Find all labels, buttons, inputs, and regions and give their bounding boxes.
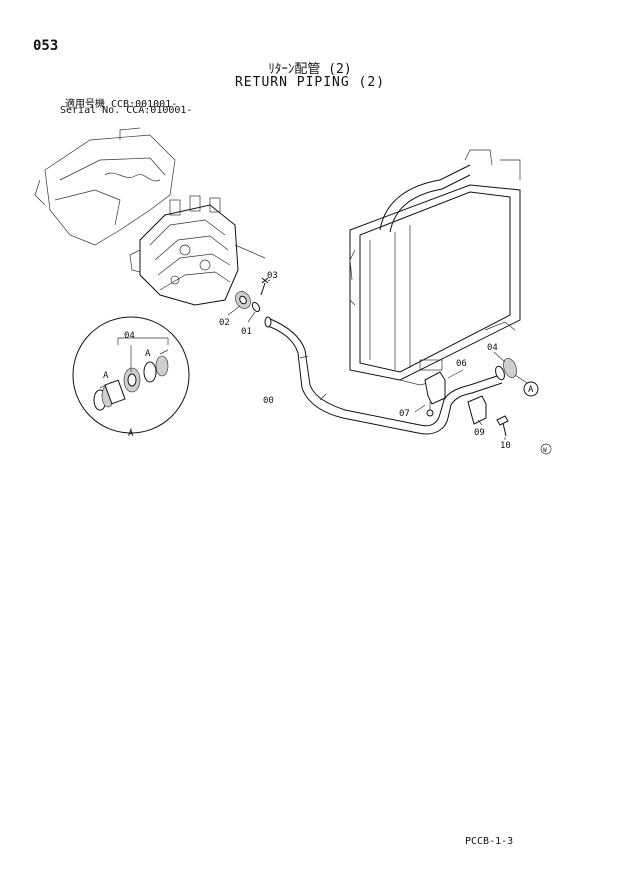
- w-mark: W: [543, 447, 547, 454]
- footer-code: PCCB-1-3: [465, 836, 514, 847]
- callout-03: 03: [267, 271, 278, 281]
- title-english: RETURN PIPING (2): [234, 75, 386, 90]
- callout-02: 02: [219, 318, 230, 328]
- circle-reference-marker: [523, 381, 539, 397]
- callout-01: 01: [241, 327, 252, 337]
- serial-applicability-line: 適用号機 CCB:001001-: [65, 99, 178, 110]
- title-japanese: ﾘﾀｰﾝ配管 (2): [268, 62, 352, 77]
- fitting-parts: [235, 277, 269, 313]
- detail-view-a: [72, 316, 190, 434]
- engine-block-drawing: [34, 127, 176, 246]
- detail-ref-left: A: [103, 371, 109, 381]
- return-pipe: [264, 316, 503, 435]
- detail-label-a: A: [128, 429, 134, 439]
- circle-ref-a: A: [528, 385, 534, 395]
- bolt-10: [496, 415, 509, 437]
- hose-clamp-right: [495, 358, 517, 381]
- callout-09: 09: [474, 428, 485, 438]
- radiator-drawing: [349, 149, 521, 386]
- serial-number-line: Serial No. CCA:010001-: [60, 105, 193, 116]
- detail-ref-right: A: [145, 349, 151, 359]
- control-valve-drawing: [129, 195, 266, 306]
- callout-04-detail: 04: [124, 331, 135, 341]
- callout-00: 00: [263, 396, 274, 406]
- page-number: 053: [33, 38, 59, 54]
- callout-06: 06: [456, 359, 467, 369]
- callout-10: 10: [500, 441, 511, 451]
- bracket-parts: [424, 371, 487, 425]
- w-mark-circle: [540, 443, 552, 455]
- callout-04-main: 04: [487, 343, 498, 353]
- callout-07: 07: [399, 409, 410, 419]
